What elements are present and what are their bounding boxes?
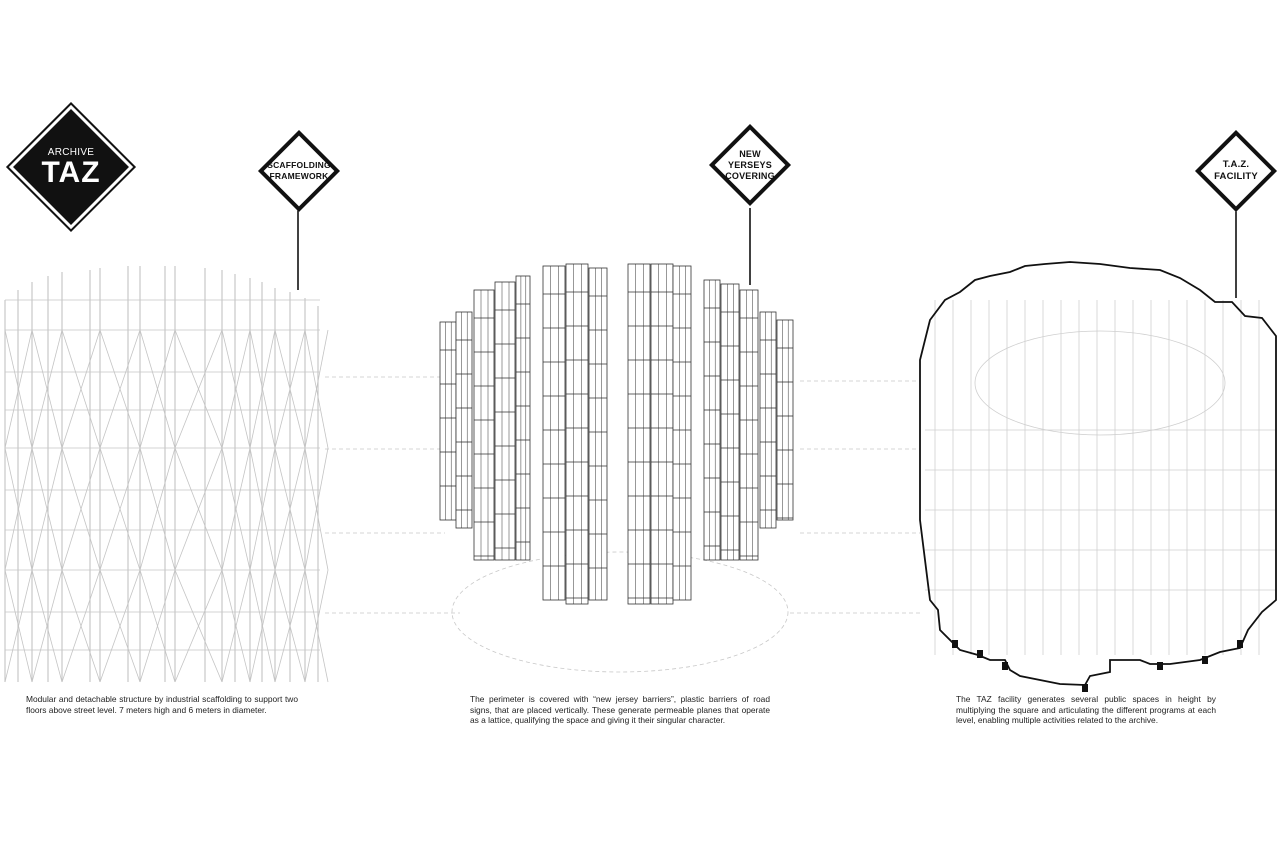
- scaffold-brace: [249, 329, 276, 449]
- sign-taz-facility: T.A.Z. FACILITY: [1193, 128, 1279, 214]
- scaffold-brace: [61, 329, 101, 449]
- sign-line: FACILITY: [1214, 171, 1258, 182]
- barrier-column: [542, 265, 566, 601]
- scaffold-brace: [31, 569, 63, 683]
- scaffold-brace: [99, 329, 141, 449]
- scaffold-brace: [61, 569, 101, 683]
- sign-scaffolding-framework: SCAFFOLDING FRAMEWORK: [256, 128, 342, 214]
- barrier-column: [672, 265, 692, 601]
- scaffold-brace: [304, 447, 329, 571]
- barrier-column: [494, 281, 516, 561]
- scaffold-brace: [61, 447, 101, 571]
- scaffold-brace: [139, 329, 176, 449]
- scaffolding-drawing: [4, 266, 329, 683]
- logo-line-taz: TAZ: [41, 156, 101, 189]
- barrier-column: [759, 311, 777, 529]
- scaffold-brace: [4, 447, 33, 571]
- sign-new-yerseys-covering: NEW YERSEYS COVERING: [707, 122, 793, 208]
- barrier-column: [455, 311, 473, 529]
- sign-line: NEW: [739, 148, 761, 159]
- scaffold-brace: [274, 447, 306, 571]
- taz-facility-drawing: [919, 261, 1277, 692]
- jersey-barriers-drawing: [439, 263, 794, 605]
- facility-foot: [1157, 662, 1163, 670]
- caption-scaffolding: Modular and detachable structure by indu…: [26, 694, 298, 715]
- sign-text: SCAFFOLDING FRAMEWORK: [267, 160, 331, 182]
- barrier-column: [650, 263, 674, 605]
- sign-line: FRAMEWORK: [269, 171, 329, 181]
- scaffold-brace: [139, 569, 176, 683]
- facility-foot: [977, 650, 983, 658]
- sign-line: SCAFFOLDING: [267, 160, 331, 170]
- barrier-column: [703, 279, 721, 561]
- logo-line-archive: ARCHIVE: [47, 147, 95, 158]
- caption-taz-facility: The TAZ facility generates several publi…: [956, 694, 1216, 725]
- sign-posts: [297, 208, 1237, 298]
- scaffold-brace: [99, 447, 141, 571]
- sign-text: NEW YERSEYS COVERING: [725, 149, 775, 182]
- sign-line: YERSEYS: [728, 159, 772, 170]
- facility-foot: [952, 640, 958, 648]
- scaffold-brace: [221, 447, 251, 571]
- scaffold-brace: [249, 569, 276, 683]
- scaffold-brace: [274, 569, 306, 683]
- scaffold-brace: [31, 447, 63, 571]
- facility-interior: [925, 300, 1275, 655]
- barrier-column: [439, 321, 457, 521]
- scaffold-brace: [174, 447, 223, 571]
- sign-text: T.A.Z. FACILITY: [1214, 159, 1258, 183]
- scaffold-brace: [221, 329, 251, 449]
- sign-line: COVERING: [725, 170, 775, 181]
- barrier-column: [473, 289, 495, 561]
- facility-platform: [974, 330, 1226, 436]
- scaffold-brace: [4, 569, 33, 683]
- barrier-column: [515, 275, 531, 561]
- scaffold-brace: [221, 569, 251, 683]
- facility-foot: [1082, 684, 1088, 692]
- barrier-column: [776, 319, 794, 521]
- scaffold-brace: [274, 329, 306, 449]
- scaffold-brace: [304, 569, 329, 683]
- scaffold-brace: [174, 329, 223, 449]
- scaffold-brace: [31, 329, 63, 449]
- facility-foot: [1237, 640, 1243, 648]
- barrier-column: [739, 289, 759, 561]
- logo-text: ARCHIVE TAZ: [41, 147, 101, 189]
- scaffold-brace: [174, 569, 223, 683]
- facility-foot: [1202, 656, 1208, 664]
- barrier-column: [565, 263, 589, 605]
- facility-outline: [919, 261, 1277, 686]
- caption-jersey-barriers: The perimeter is covered with “new jerse…: [470, 694, 770, 725]
- scaffold-brace: [139, 447, 176, 571]
- scaffold-brace: [304, 329, 329, 449]
- barrier-column: [720, 283, 740, 561]
- barrier-column: [627, 263, 651, 605]
- sign-line: T.A.Z.: [1222, 159, 1250, 170]
- level-guides: [325, 376, 920, 673]
- scaffold-brace: [249, 447, 276, 571]
- facility-foot: [1002, 662, 1008, 670]
- barrier-column: [588, 267, 608, 601]
- scaffold-brace: [99, 569, 141, 683]
- scaffold-brace: [4, 329, 33, 449]
- archive-taz-logo: ARCHIVE TAZ: [5, 101, 137, 233]
